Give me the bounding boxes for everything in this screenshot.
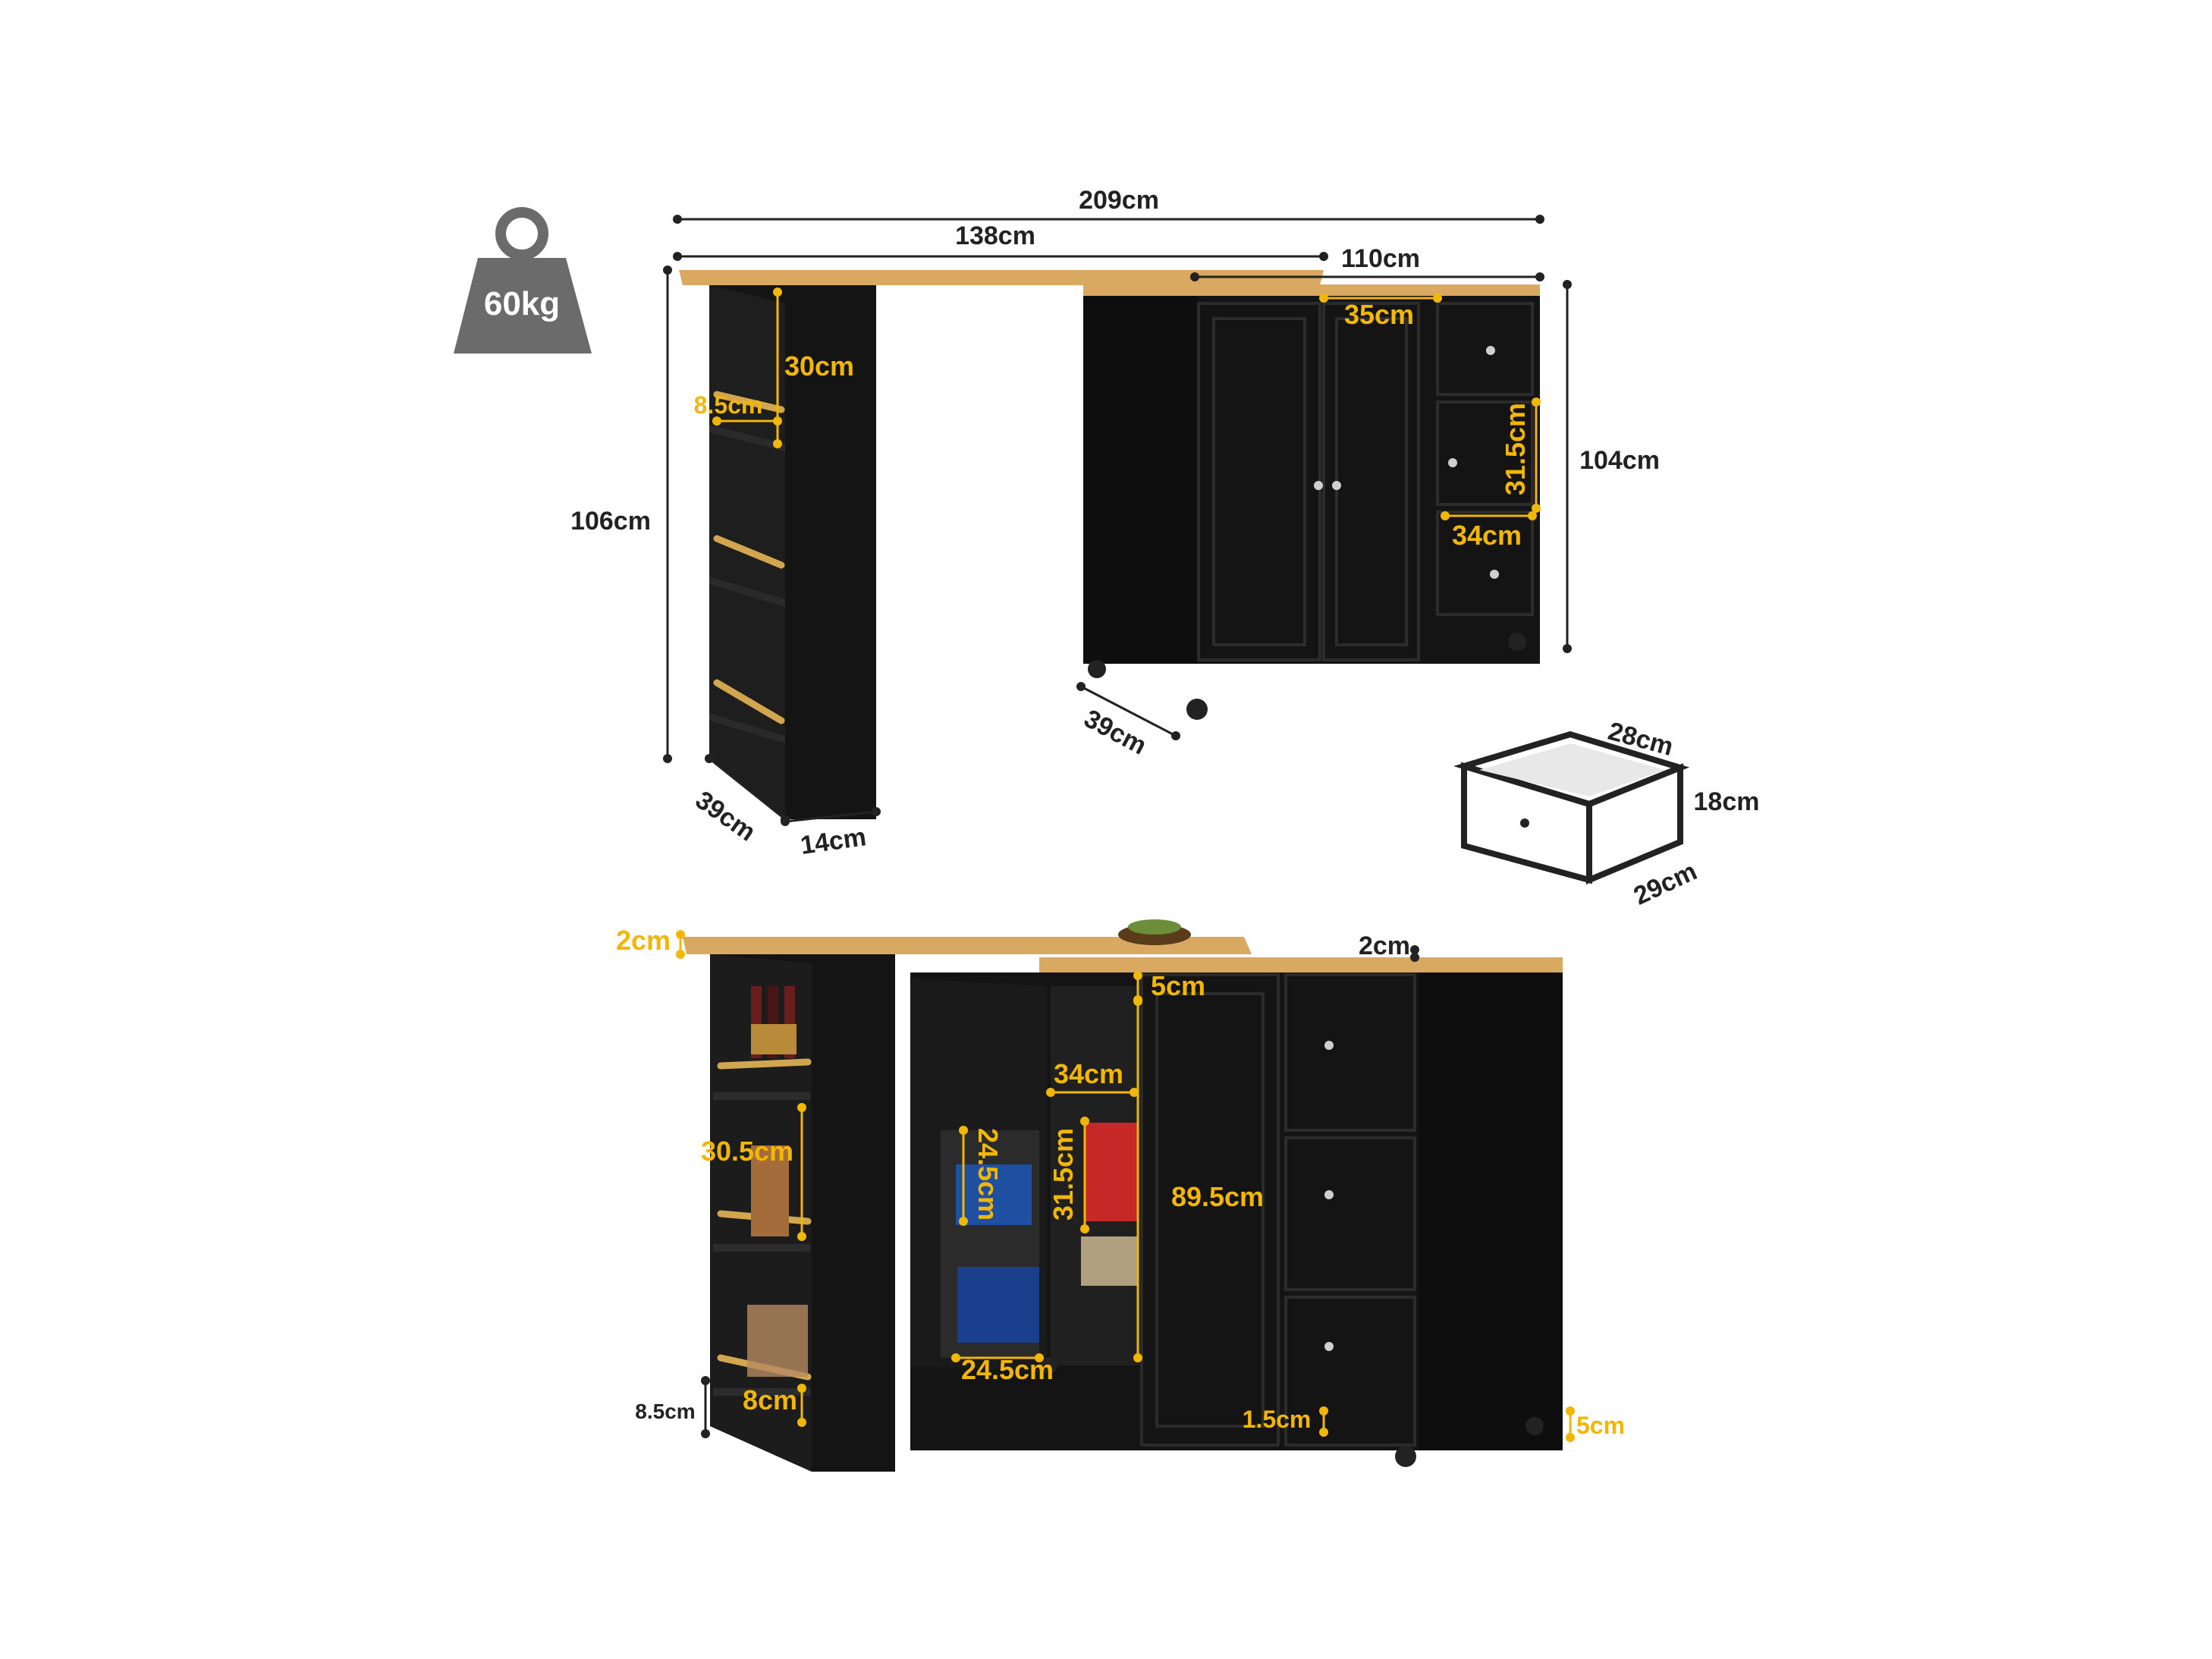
label-drawer-detail-width: 29cm: [1629, 856, 1701, 910]
label-drawer-detail-height: 18cm: [1694, 787, 1760, 816]
top-dimension-labels: 209cm 138cm 110cm 106cm 104cm 39cm 14cm …: [570, 186, 1660, 860]
label-drawer-width-top: 35cm: [1344, 299, 1414, 330]
bottom-assembled-island: [683, 919, 1563, 1472]
label-inner-shelf-height: 31.5cm: [1048, 1128, 1079, 1221]
top-cabinet: [1083, 284, 1540, 720]
label-top-thickness-left: 2cm: [616, 925, 671, 956]
label-base-clearance: 8.5cm: [635, 1400, 695, 1423]
label-plinth: 1.5cm: [1243, 1406, 1312, 1433]
bottom-dimension-lines: [701, 945, 1419, 1438]
bottom-yellow-dimension-lines: [676, 930, 1575, 1442]
label-shelf-height: 30cm: [784, 350, 854, 382]
label-bar-top-width: 138cm: [955, 222, 1035, 250]
label-inner-width: 34cm: [1054, 1058, 1123, 1089]
label-inner-height: 89.5cm: [1171, 1181, 1264, 1212]
label-wheel-clearance: 5cm: [1576, 1412, 1625, 1439]
label-drawer-height: 31.5cm: [1500, 403, 1531, 495]
label-bar-depth: 39cm: [690, 785, 761, 847]
label-cabinet-width: 110cm: [1341, 244, 1420, 273]
top-yellow-dimension-lines: [712, 287, 1541, 520]
label-bar-side-width: 14cm: [799, 822, 868, 860]
label-cabinet-height: 104cm: [1579, 446, 1660, 475]
weight-icon: 60kg: [454, 207, 592, 353]
label-total-width: 209cm: [1079, 186, 1159, 215]
label-cabinet-depth: 39cm: [1079, 704, 1152, 760]
bar-tabletop: [679, 270, 1324, 285]
label-door-shelf-width: 24.5cm: [961, 1354, 1054, 1385]
label-drawer-width: 34cm: [1452, 520, 1522, 551]
cabinet-top: [1083, 284, 1540, 296]
label-bar-height: 106cm: [570, 507, 651, 536]
weight-label: 60kg: [484, 285, 560, 322]
top-dimension-lines: [663, 215, 1572, 826]
label-shelf-bar-gap: 8.5cm: [694, 391, 763, 419]
label-door-shelf-height: 24.5cm: [972, 1128, 1004, 1221]
drawer-detail: 28cm 18cm 29cm: [1453, 717, 1760, 911]
label-top-thickness-right: 2cm: [1359, 932, 1410, 960]
label-bottom-rail: 8cm: [743, 1384, 797, 1415]
label-shelf-spacing: 30.5cm: [701, 1136, 793, 1167]
bottom-dimension-labels: 2cm 2cm 5cm 34cm 30.5cm 24.5cm 31.5cm 89…: [616, 925, 1625, 1439]
label-top-gap: 5cm: [1151, 970, 1205, 1001]
